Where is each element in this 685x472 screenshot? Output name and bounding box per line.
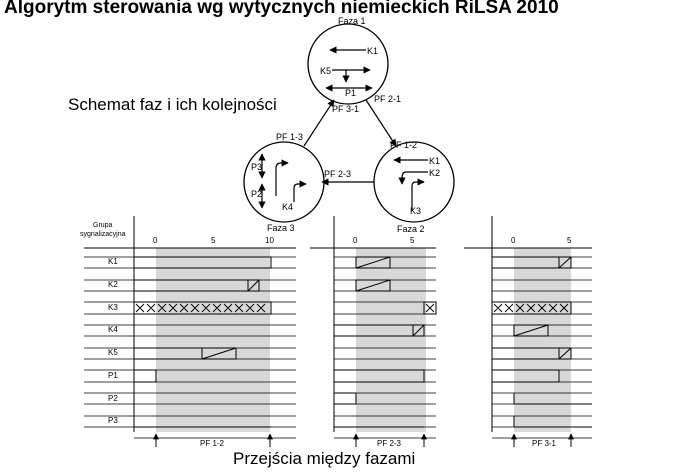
phase-3-p2-label: P2 (251, 189, 262, 199)
pf23-tick-5: 5 (410, 236, 415, 245)
transition-label-pf13: PF 1-3 (276, 132, 303, 142)
group-label-k3: K3 (108, 303, 118, 312)
group-header-line1: Grupa (93, 222, 113, 229)
page-title: Algorytm sterowania wg wytycznych niemie… (4, 0, 559, 18)
phase-3-circle: Faza 3 P3 P2 K4 (243, 141, 325, 233)
timing-panel-pf12: 0 5 10 PF 1-2 (84, 216, 296, 448)
transitions-caption: Przejścia między fazami (233, 449, 416, 468)
phase-3-k4-label: K4 (282, 202, 293, 212)
group-label-p1: P1 (108, 371, 118, 380)
pf31-tick-5: 5 (567, 236, 572, 245)
group-label-p3: P3 (108, 416, 118, 425)
phase-1-label: Faza 1 (338, 16, 366, 26)
group-label-k2: K2 (108, 280, 118, 289)
signal-group-labels: K1 K2 K3 K4 K5 P1 P2 P3 (108, 257, 118, 425)
group-label-k5: K5 (108, 348, 118, 357)
phase-2-label: Faza 2 (397, 224, 425, 234)
pf23-footer-label: PF 2-3 (377, 439, 402, 448)
pf12-footer-label: PF 1-2 (200, 439, 225, 448)
phase-2-k1-label: K1 (429, 156, 440, 166)
phase-3-p3-label: P3 (251, 162, 262, 172)
transition-arrows: PF 2-1 PF 3-1 PF 1-2 PF 1-3 PF 2-3 (276, 94, 417, 186)
phase-1-p1-label: P1 (345, 88, 356, 98)
transition-label-pf21: PF 2-1 (374, 94, 401, 104)
timing-panel-pf31: 0 5 PF 3-1 (464, 216, 592, 448)
transition-label-pf31: PF 3-1 (332, 104, 359, 114)
phase-2-k2-label: K2 (429, 168, 440, 178)
phase-1-k1-label: K1 (367, 46, 378, 56)
group-label-k4: K4 (108, 325, 118, 334)
phase-2-k3-label: K3 (410, 206, 421, 216)
phase-scheme-heading: Schemat faz i ich kolejności (68, 95, 277, 114)
pf12-tick-10: 10 (265, 236, 274, 245)
phase-1-k5-label: K5 (320, 66, 331, 76)
timing-panel-pf23: 0 5 PF 2-3 (310, 216, 437, 448)
pf31-footer-label: PF 3-1 (532, 439, 557, 448)
group-label-p2: P2 (108, 394, 118, 403)
phase-3-label: Faza 3 (267, 223, 295, 233)
pf23-tick-0: 0 (353, 236, 358, 245)
transition-label-pf23: PF 2-3 (324, 169, 351, 179)
group-header-line2: sygnalizacyjna (80, 231, 126, 238)
phase-1-circle: Faza 1 K1 K5 P1 (307, 16, 389, 105)
pf31-tick-0: 0 (511, 236, 516, 245)
group-label-k1: K1 (108, 257, 118, 266)
transition-label-pf12: PF 1-2 (390, 140, 417, 150)
pf12-tick-0: 0 (153, 236, 158, 245)
phase-2-circle: Faza 2 K1 K2 K3 (373, 141, 455, 234)
pf12-tick-5: 5 (211, 236, 216, 245)
